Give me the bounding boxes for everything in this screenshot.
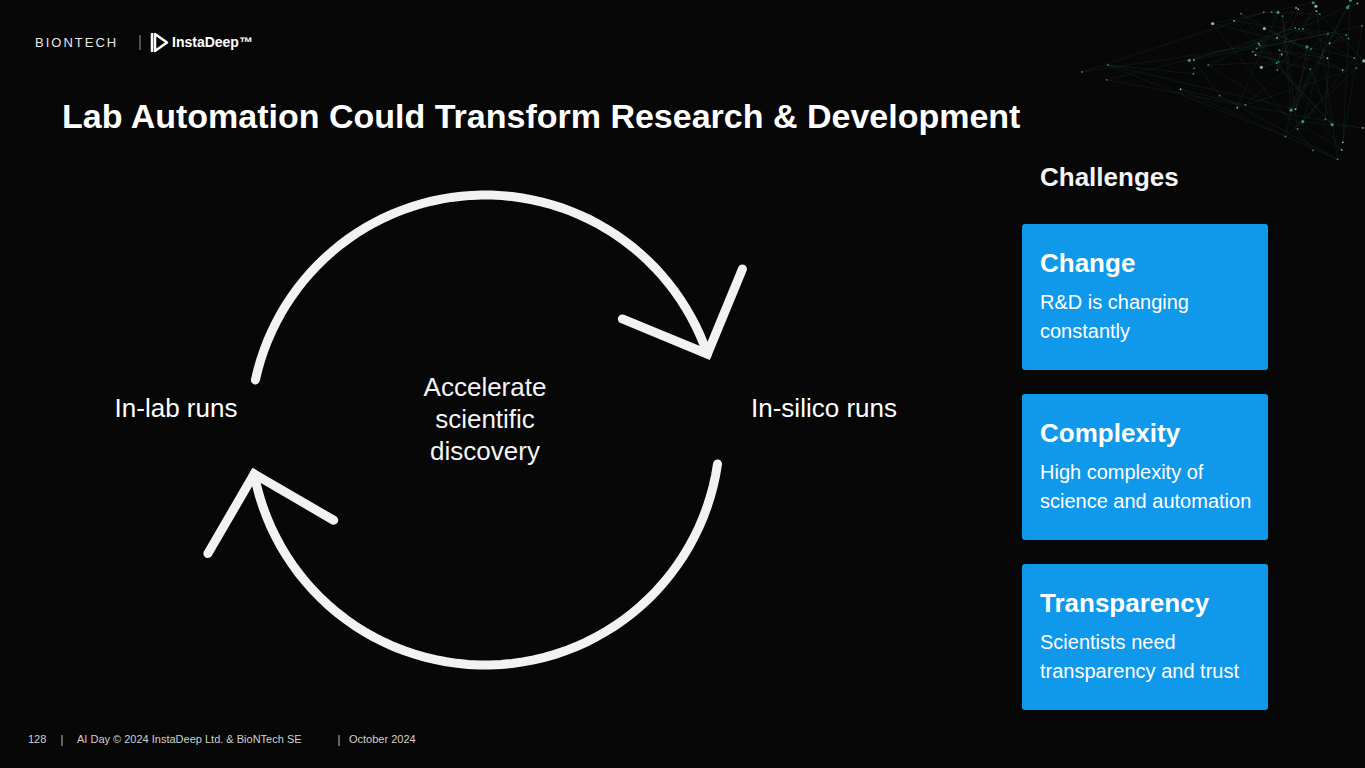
arrowhead — [622, 269, 742, 354]
arc-line — [254, 464, 717, 665]
cycle-stage: In-silico runs — [744, 392, 904, 424]
challenge-box: ChangeR&D is changing constantly — [1022, 224, 1268, 370]
box-heading: Transparency — [1040, 588, 1258, 618]
logo-text: InstaDeep™ — [172, 34, 253, 50]
cycle-arrow — [255, 195, 742, 380]
box-body: Scientists need transparency and trust — [1040, 628, 1258, 686]
box-body: High complexity of science and automatio… — [1040, 458, 1258, 516]
box-body: R&D is changing constantly — [1040, 288, 1258, 346]
logo-separator — [140, 35, 141, 50]
footer-text: AI Day © 2024 InstaDeep Ltd. & BioNTech … — [77, 733, 302, 745]
instadeep-icon — [152, 33, 167, 52]
footer-date: October 2024 — [349, 733, 416, 745]
challenge-box: ComplexityHigh complexity of science and… — [1022, 394, 1268, 540]
slide-title: Lab Automation Could Transform Research … — [62, 97, 1020, 136]
arc-line — [255, 195, 707, 380]
section-heading: Challenges — [1040, 162, 1179, 193]
stage-label: In-silico runs — [744, 392, 904, 424]
stage-label: In-lab runs — [106, 392, 246, 424]
cycle-stage: In-lab runs — [106, 392, 246, 424]
box-heading: Change — [1040, 248, 1258, 278]
network-decoration — [1081, 0, 1365, 160]
cycle-center-label: Accelerate scientific discovery — [400, 371, 570, 467]
logo-text: BIONTECH — [35, 35, 118, 50]
challenge-box: TransparencyScientists need transparency… — [1022, 564, 1268, 710]
box-heading: Complexity — [1040, 418, 1258, 448]
cycle-connectors — [208, 195, 743, 665]
arrowhead — [208, 474, 334, 554]
page-number: 128 — [28, 733, 46, 745]
cycle-arrow — [208, 464, 718, 665]
